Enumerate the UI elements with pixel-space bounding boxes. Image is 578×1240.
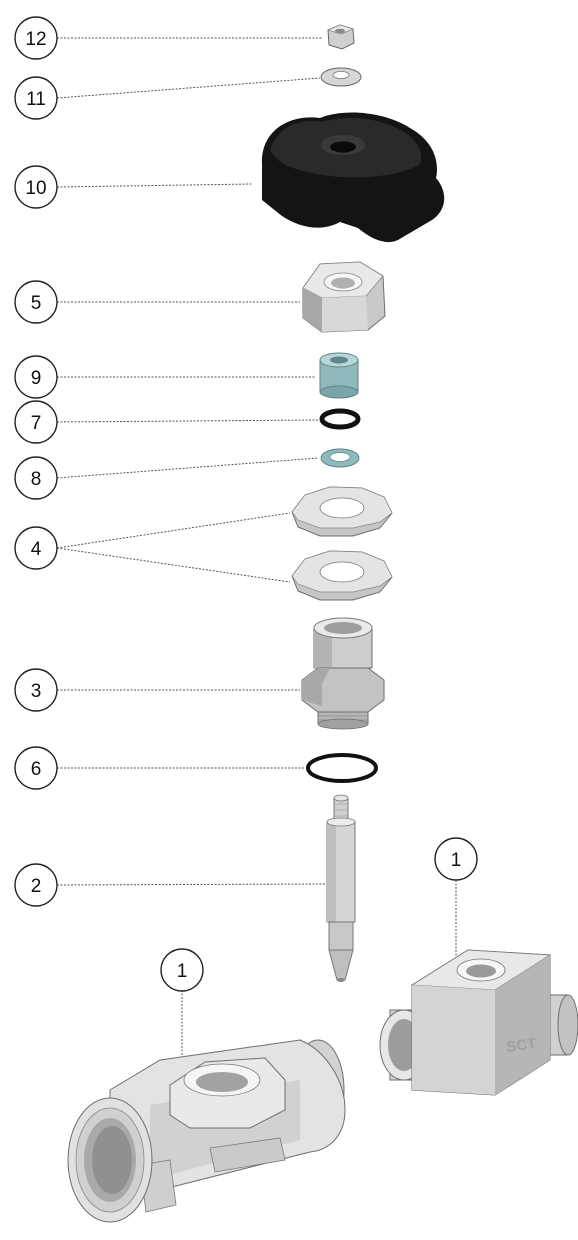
callout-label-10: 10 (25, 178, 46, 199)
callout-label-1-left: 1 (177, 961, 188, 982)
part-2-stem (326, 794, 356, 982)
part-1-tee-body-right: SCT (379, 949, 578, 1096)
callout-label-2: 2 (31, 876, 42, 897)
leader-4a (56, 512, 291, 549)
callout-label-4: 4 (31, 539, 42, 560)
callout-label-9: 9 (31, 368, 42, 389)
leader-lines (56, 37, 457, 1060)
callout-5: 5 (14, 280, 58, 324)
part-8-seal-ring (320, 448, 360, 468)
part-5-union-nut (302, 261, 386, 333)
part-7-o-ring (319, 408, 361, 430)
callout-3: 3 (14, 668, 58, 712)
callout-label-6: 6 (31, 759, 42, 780)
leader-4b (56, 547, 291, 583)
part-12-nut (327, 24, 355, 50)
callout-label-1-right: 1 (451, 850, 462, 871)
part-4-lock-nut-upper (291, 486, 393, 537)
callout-label-3: 3 (31, 681, 42, 702)
part-11-washer (320, 67, 362, 87)
leader-10 (56, 183, 253, 188)
leader-8 (56, 457, 319, 479)
callout-label-7: 7 (31, 413, 42, 434)
part-4-lock-nut-lower (291, 550, 393, 601)
callout-4: 4 (14, 526, 58, 570)
callout-1-right: 1 (434, 837, 478, 881)
leader-2 (56, 883, 326, 886)
leader-7 (56, 419, 319, 423)
part-6-o-ring-large (306, 753, 378, 783)
callout-1-left: 1 (160, 948, 204, 992)
leader-11 (56, 77, 321, 99)
callout-6: 6 (14, 746, 58, 790)
callout-12: 12 (14, 16, 58, 60)
part-9-stem-sleeve (319, 352, 359, 399)
body-marking-label: SCT (505, 1035, 537, 1056)
callout-label-12: 12 (25, 29, 46, 50)
callout-7: 7 (14, 400, 58, 444)
part-3-bonnet-bushing (301, 617, 385, 730)
callout-label-8: 8 (31, 469, 42, 490)
part-1-valve-body-left (67, 1039, 346, 1223)
callout-9: 9 (14, 355, 58, 399)
part-10-handle-knob (261, 112, 445, 243)
callout-label-5: 5 (31, 293, 42, 314)
callout-2: 2 (14, 863, 58, 907)
callout-11: 11 (14, 76, 58, 120)
callout-label-11: 11 (26, 89, 46, 110)
callout-10: 10 (14, 165, 58, 209)
callout-8: 8 (14, 456, 58, 500)
